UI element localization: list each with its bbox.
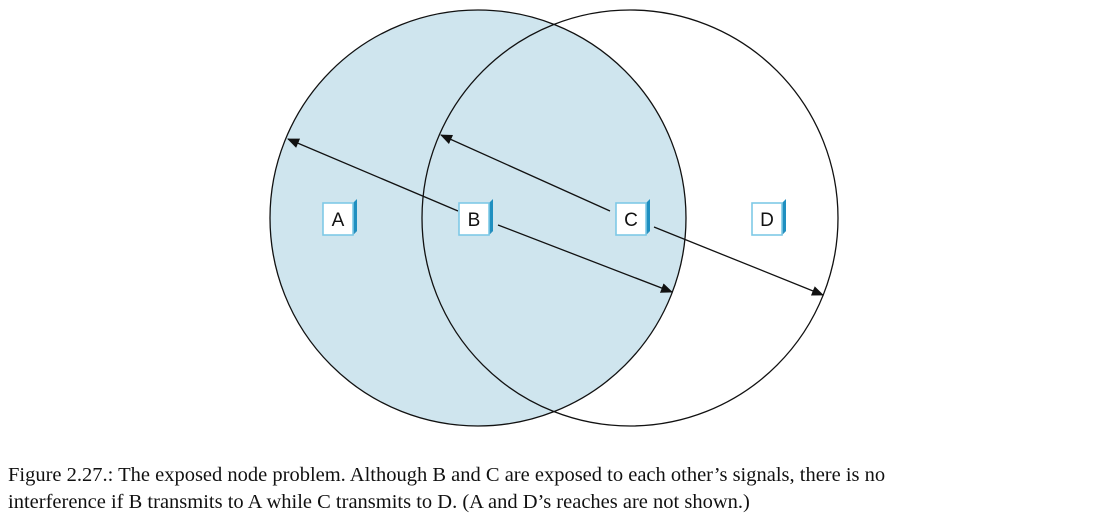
node-b-label: B xyxy=(468,210,481,231)
node-c-label: C xyxy=(624,210,638,231)
arrow-c-to-left-edge xyxy=(440,134,611,212)
exposed-node-diagram: A B C D xyxy=(269,9,839,427)
node-a-label: A xyxy=(332,210,345,231)
node-d: D xyxy=(751,199,786,236)
node-b: B xyxy=(458,199,493,236)
node-d-label: D xyxy=(760,210,774,231)
arrow-c-to-d xyxy=(653,226,824,296)
caption-line-1: Figure 2.27.: The exposed node problem. … xyxy=(8,464,886,486)
figure-caption: Figure 2.27.: The exposed node problem. … xyxy=(8,462,1108,516)
arrow-b-to-a xyxy=(287,138,459,212)
node-a: A xyxy=(322,199,357,236)
caption-line-2: interference if B transmits to A while C… xyxy=(8,491,750,513)
c-range-circle xyxy=(421,9,839,427)
arrow-b-to-right-edge xyxy=(497,224,673,293)
node-c: C xyxy=(615,199,650,236)
